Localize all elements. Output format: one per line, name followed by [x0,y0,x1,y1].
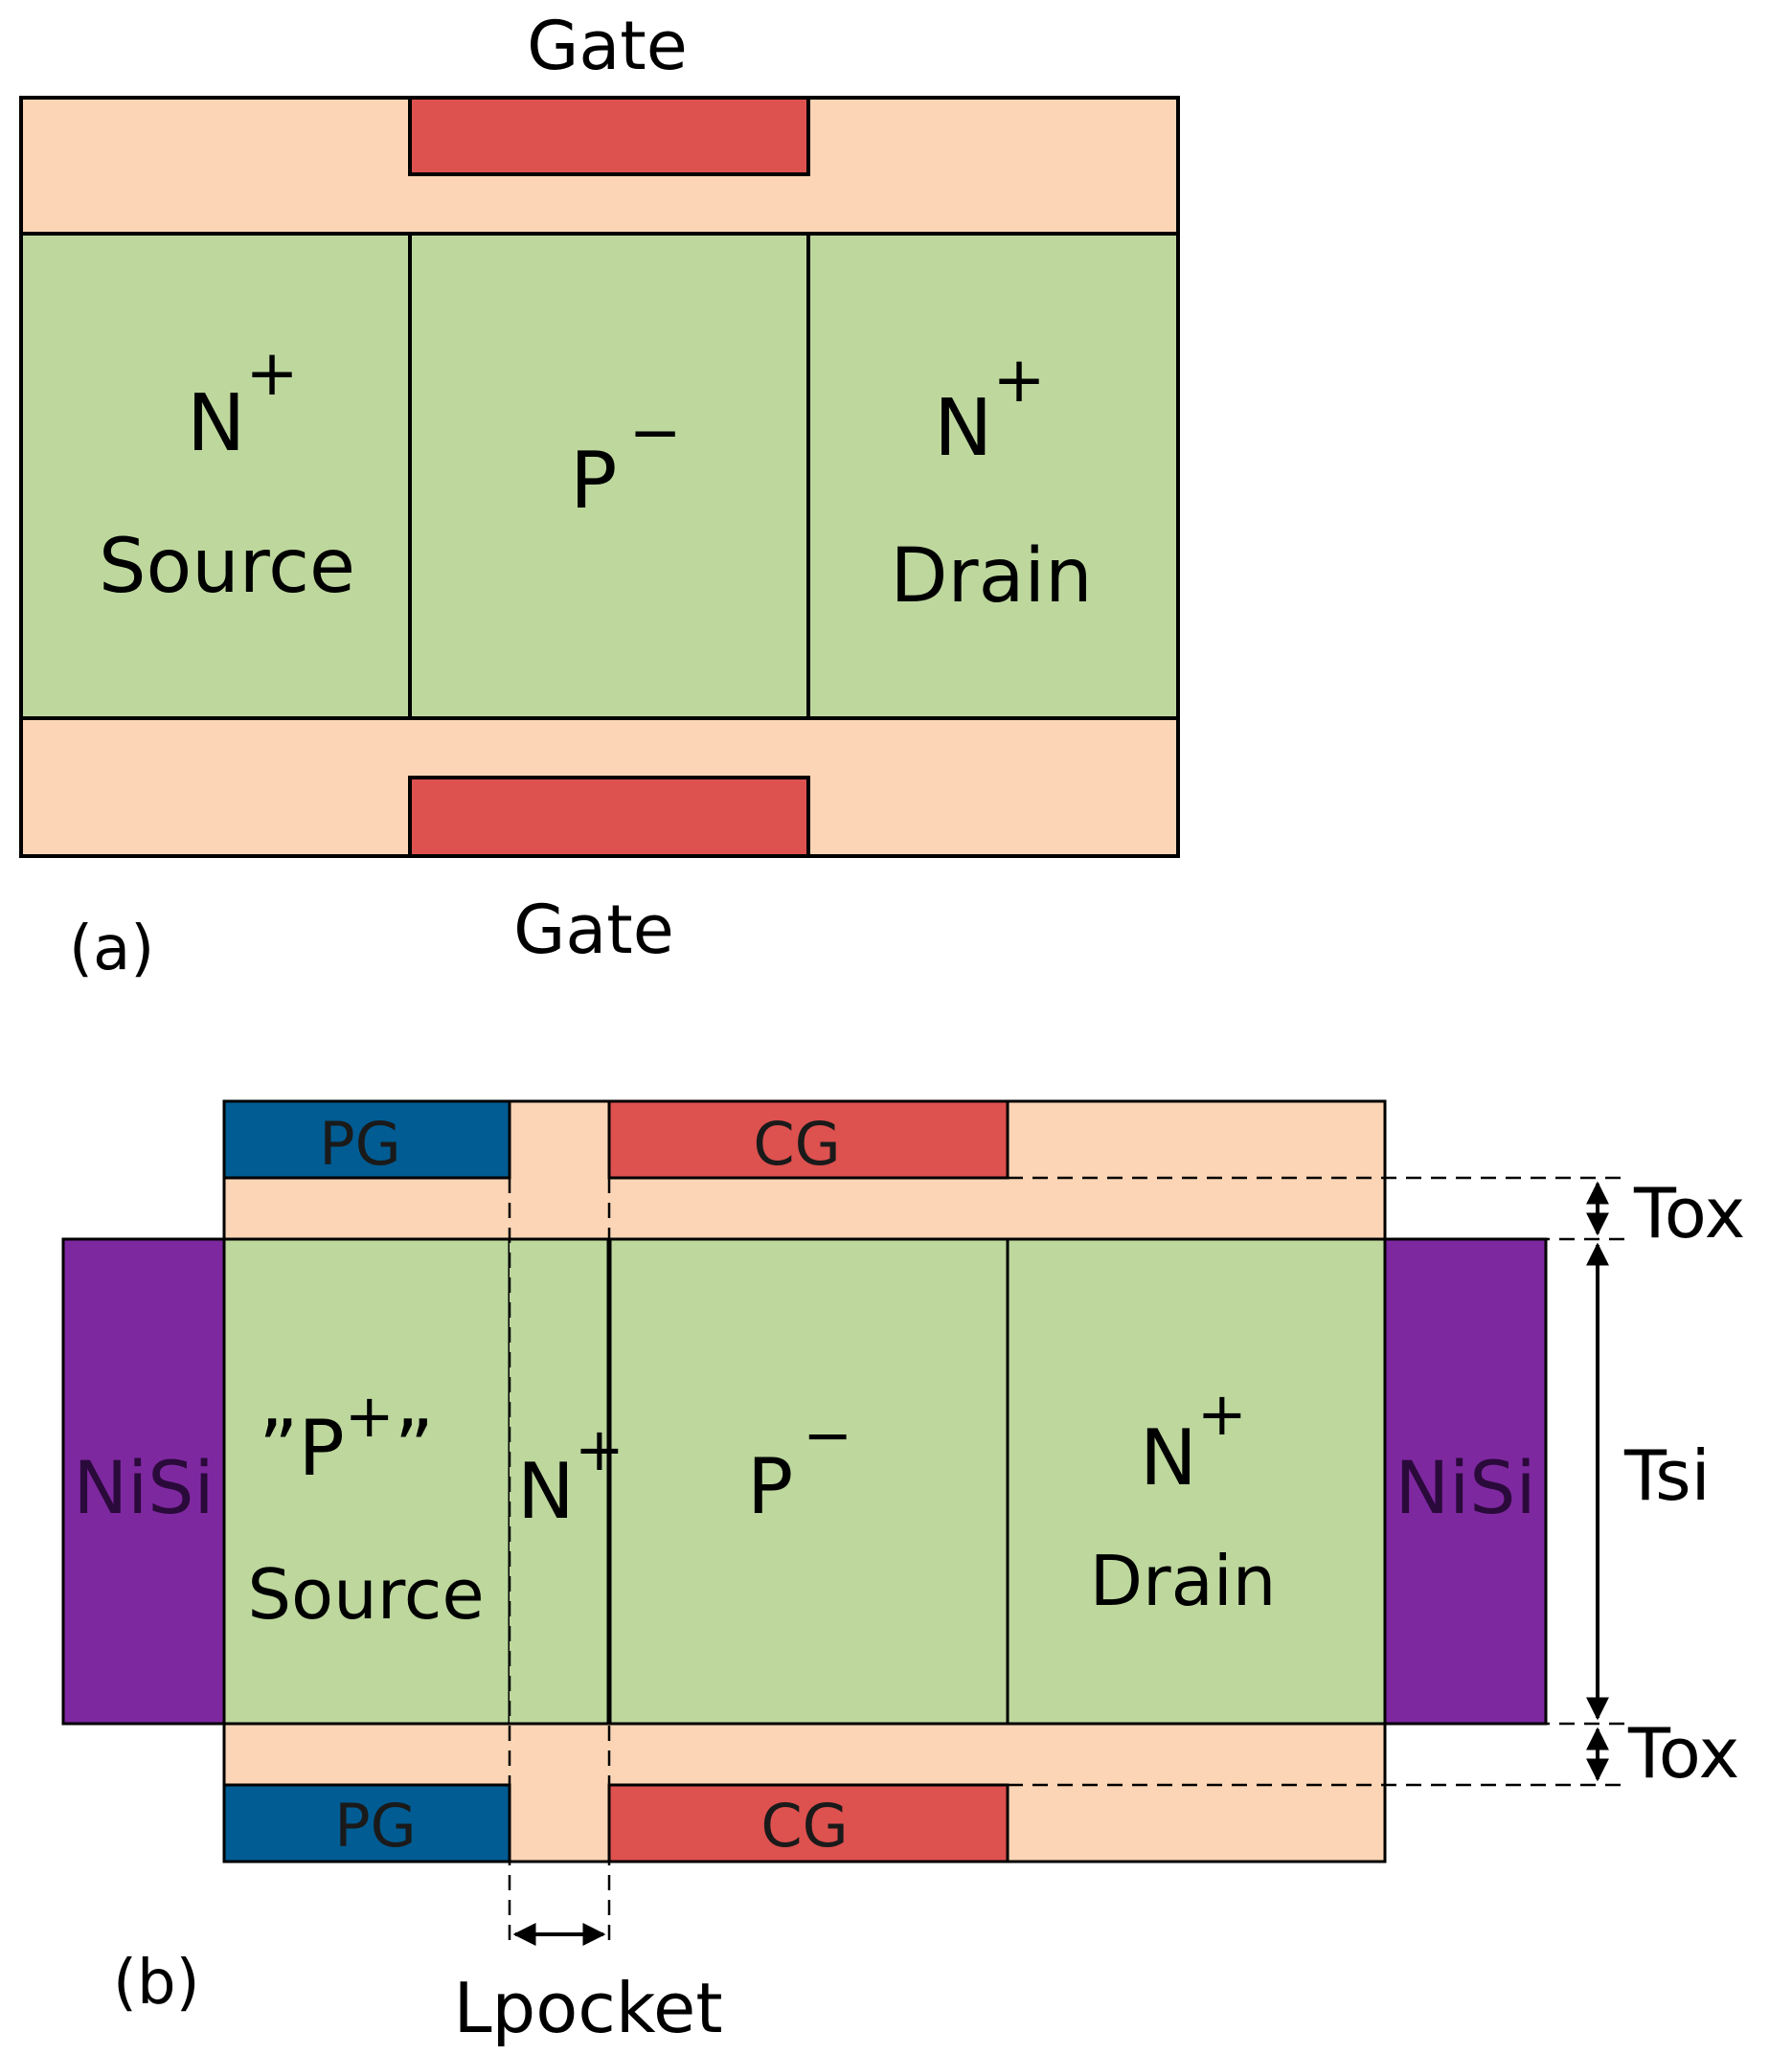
tox-bottom-label: Tox [1627,1713,1739,1794]
tox-top-label: Tox [1633,1173,1745,1253]
drain-region-b [1006,1237,1387,1726]
channel-region-b [607,1237,1009,1726]
pg-bottom-label: PG [334,1791,416,1861]
pocket-region [510,1239,609,1724]
cg-bottom-label: CG [760,1791,848,1861]
source-doping-label-b: ”P+” [259,1381,434,1493]
control-gate-top [607,1099,1009,1180]
panel-a-caption: (a) [69,914,154,984]
nisi-left-label: NiSi [73,1445,214,1530]
drain-label-b: Drain [1090,1541,1277,1621]
nisi-right-label: NiSi [1395,1445,1535,1530]
source-doping-label: N+ [187,336,299,469]
panel-a: Gate N+ Source P− N+ Drain Gate (a) [19,7,1180,984]
pg-top-label: PG [319,1109,400,1179]
cg-top-label: CG [753,1109,840,1179]
channel-doping-label-b: P− [747,1400,852,1531]
lpocket-label: Lpocket [453,1968,722,2048]
source-region [19,232,412,720]
top-gate [408,96,810,176]
nisi-right-contact [1383,1237,1548,1726]
pocket-gate-top [222,1099,511,1180]
drain-doping-label-b: N+ [1140,1379,1247,1502]
drain-doping-label: N+ [934,343,1046,474]
bottom-gate [408,776,810,858]
channel-region [408,232,810,720]
control-gate-bottom [607,1783,1009,1863]
gate-bottom-label: Gate [513,891,674,969]
gate-top-label: Gate [527,7,688,85]
pocket-gate-bottom [222,1783,511,1863]
drain-label: Drain [890,533,1092,620]
panel-b-caption: (b) [113,1948,200,2019]
source-label: Source [99,524,355,610]
pocket-doping-label: N+ [517,1414,624,1536]
drain-region [806,232,1180,720]
source-label-b: Source [247,1554,484,1635]
channel-doping-label: P− [570,395,682,527]
nisi-left-contact [61,1237,226,1726]
panel-b: PG CG PG CG NiSi NiSi ”P+” Source N+ P− … [61,1099,1745,2048]
tsi-label: Tsi [1623,1435,1711,1516]
